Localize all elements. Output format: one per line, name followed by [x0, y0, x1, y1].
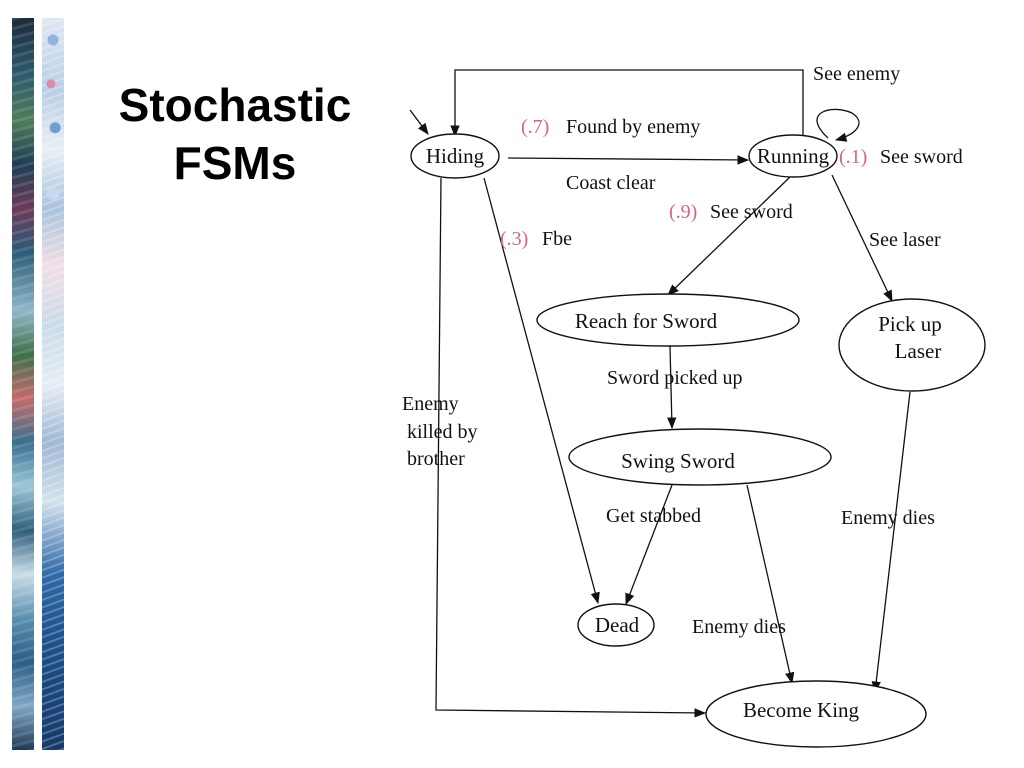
edge-hiding-to-running	[507, 155, 750, 165]
title-line-2: FSMs	[173, 137, 297, 189]
label-fbe: Fbe	[542, 228, 572, 250]
state-reach-label: Reach for Sword	[575, 309, 718, 333]
state-dead	[577, 603, 655, 647]
label-found-by-enemy: Found by enemy	[566, 116, 700, 138]
edge-hiding-to-king	[435, 177, 707, 718]
state-swing-sword	[568, 428, 832, 486]
label-running-self: See sword	[880, 146, 963, 168]
label-coast-clear: Coast clear	[566, 172, 656, 194]
label-enemy-dies-laser: Enemy dies	[841, 507, 935, 529]
state-pickup-label-2: Laser	[895, 339, 942, 363]
prob-running-self: (.1)	[839, 146, 867, 168]
page-title: Stochastic FSMs	[100, 76, 370, 192]
edge-running-to-pickup	[831, 174, 893, 303]
state-running	[748, 134, 838, 178]
state-running-label: Running	[757, 144, 830, 168]
state-pick-up-laser	[838, 298, 986, 392]
edge-see-enemy	[450, 69, 804, 150]
title-line-1: Stochastic	[118, 79, 352, 131]
prob-fbe: (.3)	[500, 228, 528, 250]
state-king-label: Become King	[743, 698, 860, 722]
start-arrow	[409, 109, 429, 135]
decorative-strip-left	[12, 18, 34, 750]
state-become-king	[705, 680, 927, 748]
label-get-stabbed: Get stabbed	[606, 505, 701, 527]
state-pickup-label-1: Pick up	[878, 312, 942, 336]
label-see-laser: See laser	[869, 229, 941, 251]
prob-see-sword: (.9)	[669, 201, 697, 223]
label-enemy-dies-sword: Enemy dies	[692, 616, 786, 638]
state-dead-label: Dead	[595, 613, 640, 637]
edge-pickup-to-king	[871, 391, 911, 694]
label-see-sword: See sword	[710, 201, 793, 223]
label-brother-line-2: killed by	[407, 421, 478, 443]
edge-hiding-to-dead	[483, 177, 600, 605]
state-hiding-label: Hiding	[426, 144, 485, 168]
decorative-strip-right	[42, 18, 64, 750]
edge-swing-to-king	[746, 484, 795, 685]
label-see-enemy: See enemy	[813, 63, 900, 85]
edge-reach-to-swing	[667, 345, 677, 430]
label-brother-line-1: Enemy	[402, 393, 459, 415]
state-swing-label: Swing Sword	[621, 449, 735, 473]
edge-swing-to-dead	[625, 484, 673, 606]
label-sword-picked-up: Sword picked up	[607, 367, 743, 389]
state-reach-for-sword	[536, 293, 800, 347]
prob-found-by-enemy: (.7)	[521, 116, 549, 138]
label-brother-line-3: brother	[407, 448, 465, 470]
edge-running-self-loop	[816, 108, 860, 142]
edge-running-to-reach	[667, 176, 791, 296]
state-hiding	[410, 133, 500, 179]
